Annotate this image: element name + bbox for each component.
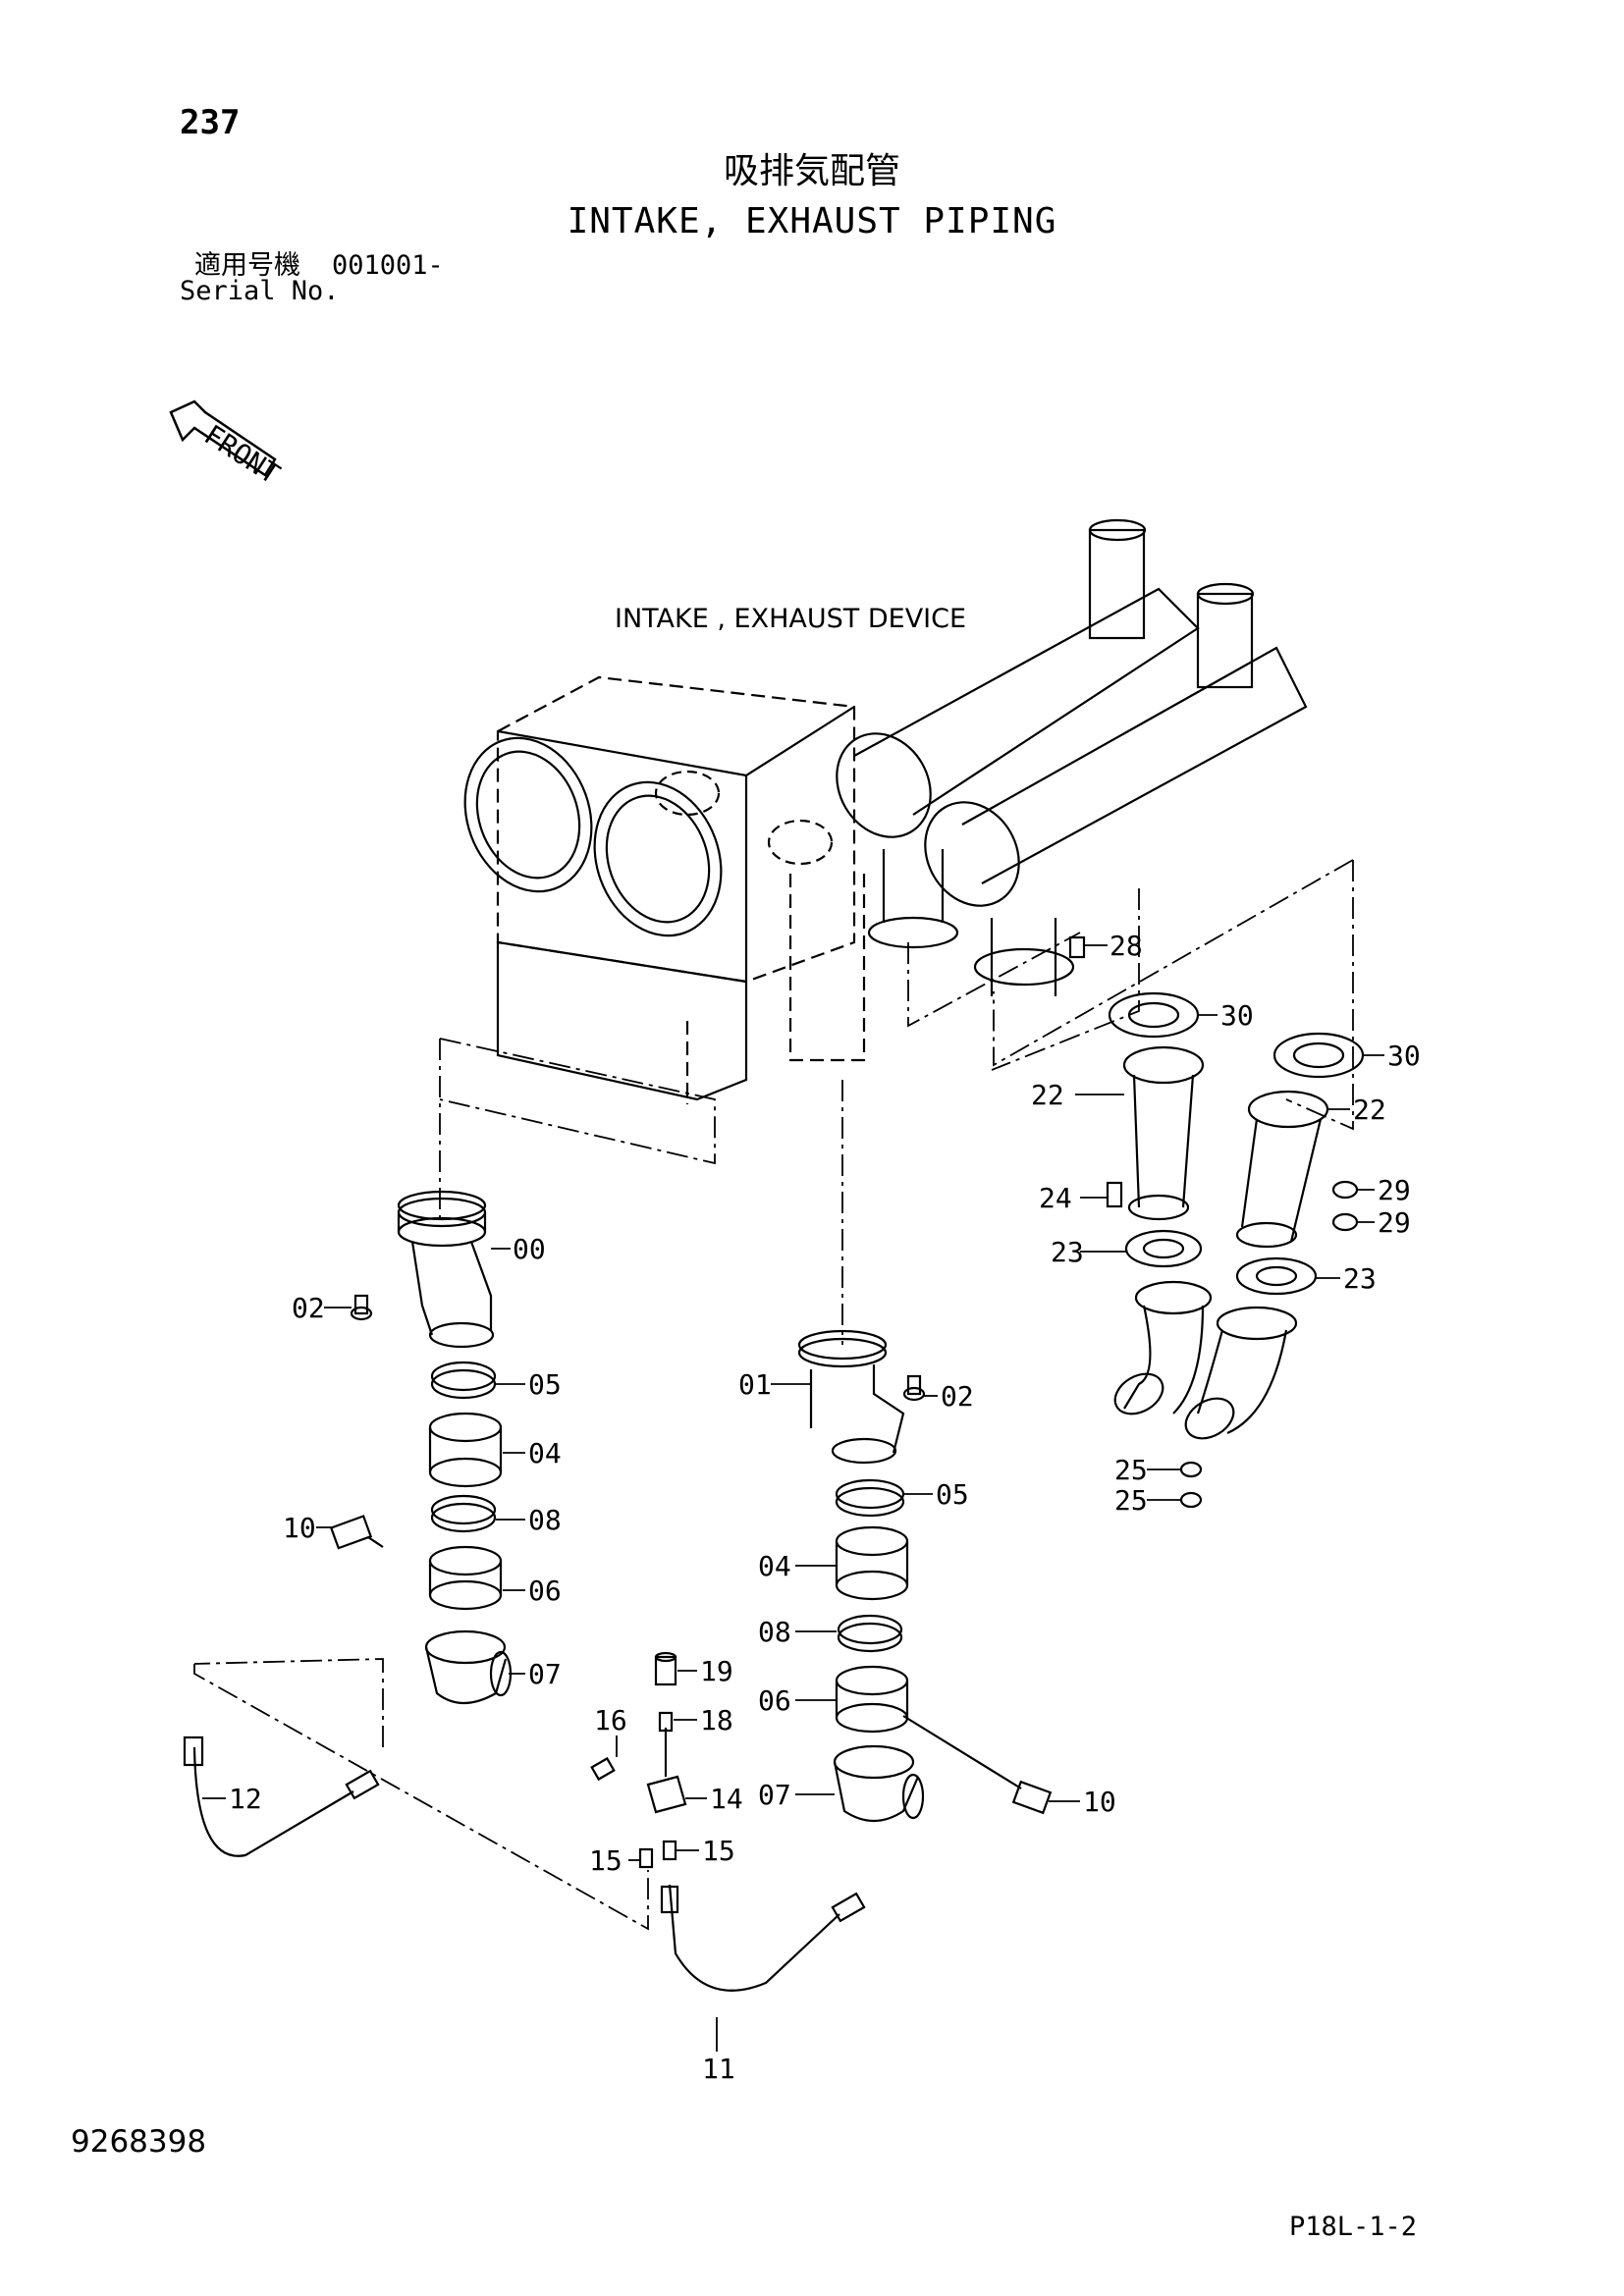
callout-24: 24 <box>1039 1182 1072 1214</box>
callout-14: 14 <box>710 1783 743 1815</box>
document-number: 9268398 <box>71 2124 207 2160</box>
callout-29-a: 29 <box>1378 1174 1411 1206</box>
callout-01: 01 <box>738 1368 772 1401</box>
callout-15-left: 15 <box>589 1844 623 1877</box>
intake-exhaust-device <box>463 518 1308 1104</box>
center-hose-clamp-08 <box>837 1614 903 1653</box>
connector-10-right <box>902 1715 1053 1815</box>
page-code: P18L-1-2 <box>1289 2212 1418 2242</box>
bolt-24 <box>1106 1181 1123 1208</box>
center-elbow-01 <box>797 1329 905 1465</box>
left-elbow-07 <box>424 1629 513 1704</box>
exhaust-elbow-right <box>1184 1306 1298 1440</box>
callout-29-b: 29 <box>1378 1206 1411 1239</box>
bolt-28 <box>1068 935 1086 959</box>
nut-25-b <box>1179 1491 1203 1509</box>
callout-19: 19 <box>700 1655 733 1687</box>
connector-10-left <box>329 1515 384 1550</box>
center-hose-04 <box>835 1525 909 1601</box>
hose-11 <box>660 1884 866 1992</box>
block-14 <box>646 1728 687 1814</box>
callout-02-left: 02 <box>292 1292 325 1324</box>
callout-05-center: 05 <box>936 1478 969 1511</box>
bolt-02-left <box>350 1294 373 1321</box>
title-japanese: 吸排気配管 <box>723 151 900 191</box>
front-label: FRONT <box>198 418 286 491</box>
gasket-23-left <box>1124 1229 1203 1268</box>
callout-08-left: 08 <box>528 1504 562 1536</box>
callout-12: 12 <box>229 1783 262 1815</box>
callout-10-left: 10 <box>283 1512 316 1544</box>
flex-pipe-22-left <box>1122 1045 1205 1221</box>
left-hose-04 <box>428 1412 503 1488</box>
fitting-15-right <box>662 1840 677 1861</box>
bolt-16 <box>590 1756 616 1782</box>
callout-28: 28 <box>1110 930 1143 962</box>
assembly-guide-lines <box>193 859 1354 1931</box>
callout-labels: 00 02 05 04 08 06 07 10 12 01 02 05 04 0… <box>229 930 1421 2085</box>
exhaust-elbow-left <box>1113 1280 1213 1415</box>
nut-29-a <box>1331 1180 1359 1200</box>
callout-16: 16 <box>594 1704 627 1736</box>
hose-12 <box>183 1735 380 1857</box>
leader-lines <box>202 944 1384 2052</box>
fitting-19 <box>654 1651 677 1686</box>
bolt-02-center <box>902 1374 926 1402</box>
gasket-30-left <box>1108 991 1200 1039</box>
callout-11: 11 <box>702 2053 735 2085</box>
callout-07-left: 07 <box>528 1658 562 1690</box>
left-hose-clamp-05 <box>430 1361 497 1400</box>
callout-04-center: 04 <box>758 1550 791 1582</box>
intake-elbow-00 <box>397 1190 495 1349</box>
left-hose-clamp-08 <box>430 1494 497 1533</box>
callout-25-a: 25 <box>1114 1454 1148 1486</box>
gasket-30-right <box>1272 1032 1365 1079</box>
callout-04-left: 04 <box>528 1437 562 1469</box>
center-hose-clamp-05 <box>835 1478 905 1518</box>
title-english: INTAKE, EXHAUST PIPING <box>567 201 1057 241</box>
front-arrow-icon: FRONT <box>169 400 286 491</box>
callout-30-right: 30 <box>1387 1040 1421 1072</box>
serial-value: 001001- <box>332 250 444 281</box>
serial-label-english: Serial No. <box>180 276 340 306</box>
left-adapter-06 <box>428 1545 503 1611</box>
callout-05-left: 05 <box>528 1368 562 1401</box>
callout-08-center: 08 <box>758 1616 791 1648</box>
callout-25-b: 25 <box>1114 1484 1148 1517</box>
gasket-23-right <box>1235 1256 1318 1296</box>
callout-06-left: 06 <box>528 1575 562 1607</box>
center-elbow-07 <box>833 1744 925 1822</box>
callout-30-left: 30 <box>1220 999 1254 1032</box>
nut-29-b <box>1331 1212 1359 1232</box>
callout-22-left: 22 <box>1031 1079 1064 1111</box>
nut-25-a <box>1179 1461 1203 1478</box>
fitting-15-left <box>638 1847 654 1869</box>
callout-15-right: 15 <box>702 1835 735 1867</box>
device-label: INTAKE , EXHAUST DEVICE <box>615 604 967 634</box>
callout-18: 18 <box>700 1704 733 1736</box>
callout-06-center: 06 <box>758 1684 791 1717</box>
center-adapter-06 <box>835 1665 909 1734</box>
serial-label-japanese: 適用号機 <box>194 250 300 281</box>
page-number: 237 <box>180 103 241 142</box>
callout-22-right: 22 <box>1353 1094 1386 1126</box>
callout-07-center: 07 <box>758 1779 791 1811</box>
callout-02-center: 02 <box>941 1380 974 1413</box>
callout-10-right: 10 <box>1083 1786 1116 1818</box>
flex-pipe-22-right <box>1235 1090 1329 1249</box>
callout-23-right: 23 <box>1343 1262 1377 1295</box>
callout-23-left: 23 <box>1051 1236 1084 1268</box>
callout-00: 00 <box>513 1233 546 1265</box>
